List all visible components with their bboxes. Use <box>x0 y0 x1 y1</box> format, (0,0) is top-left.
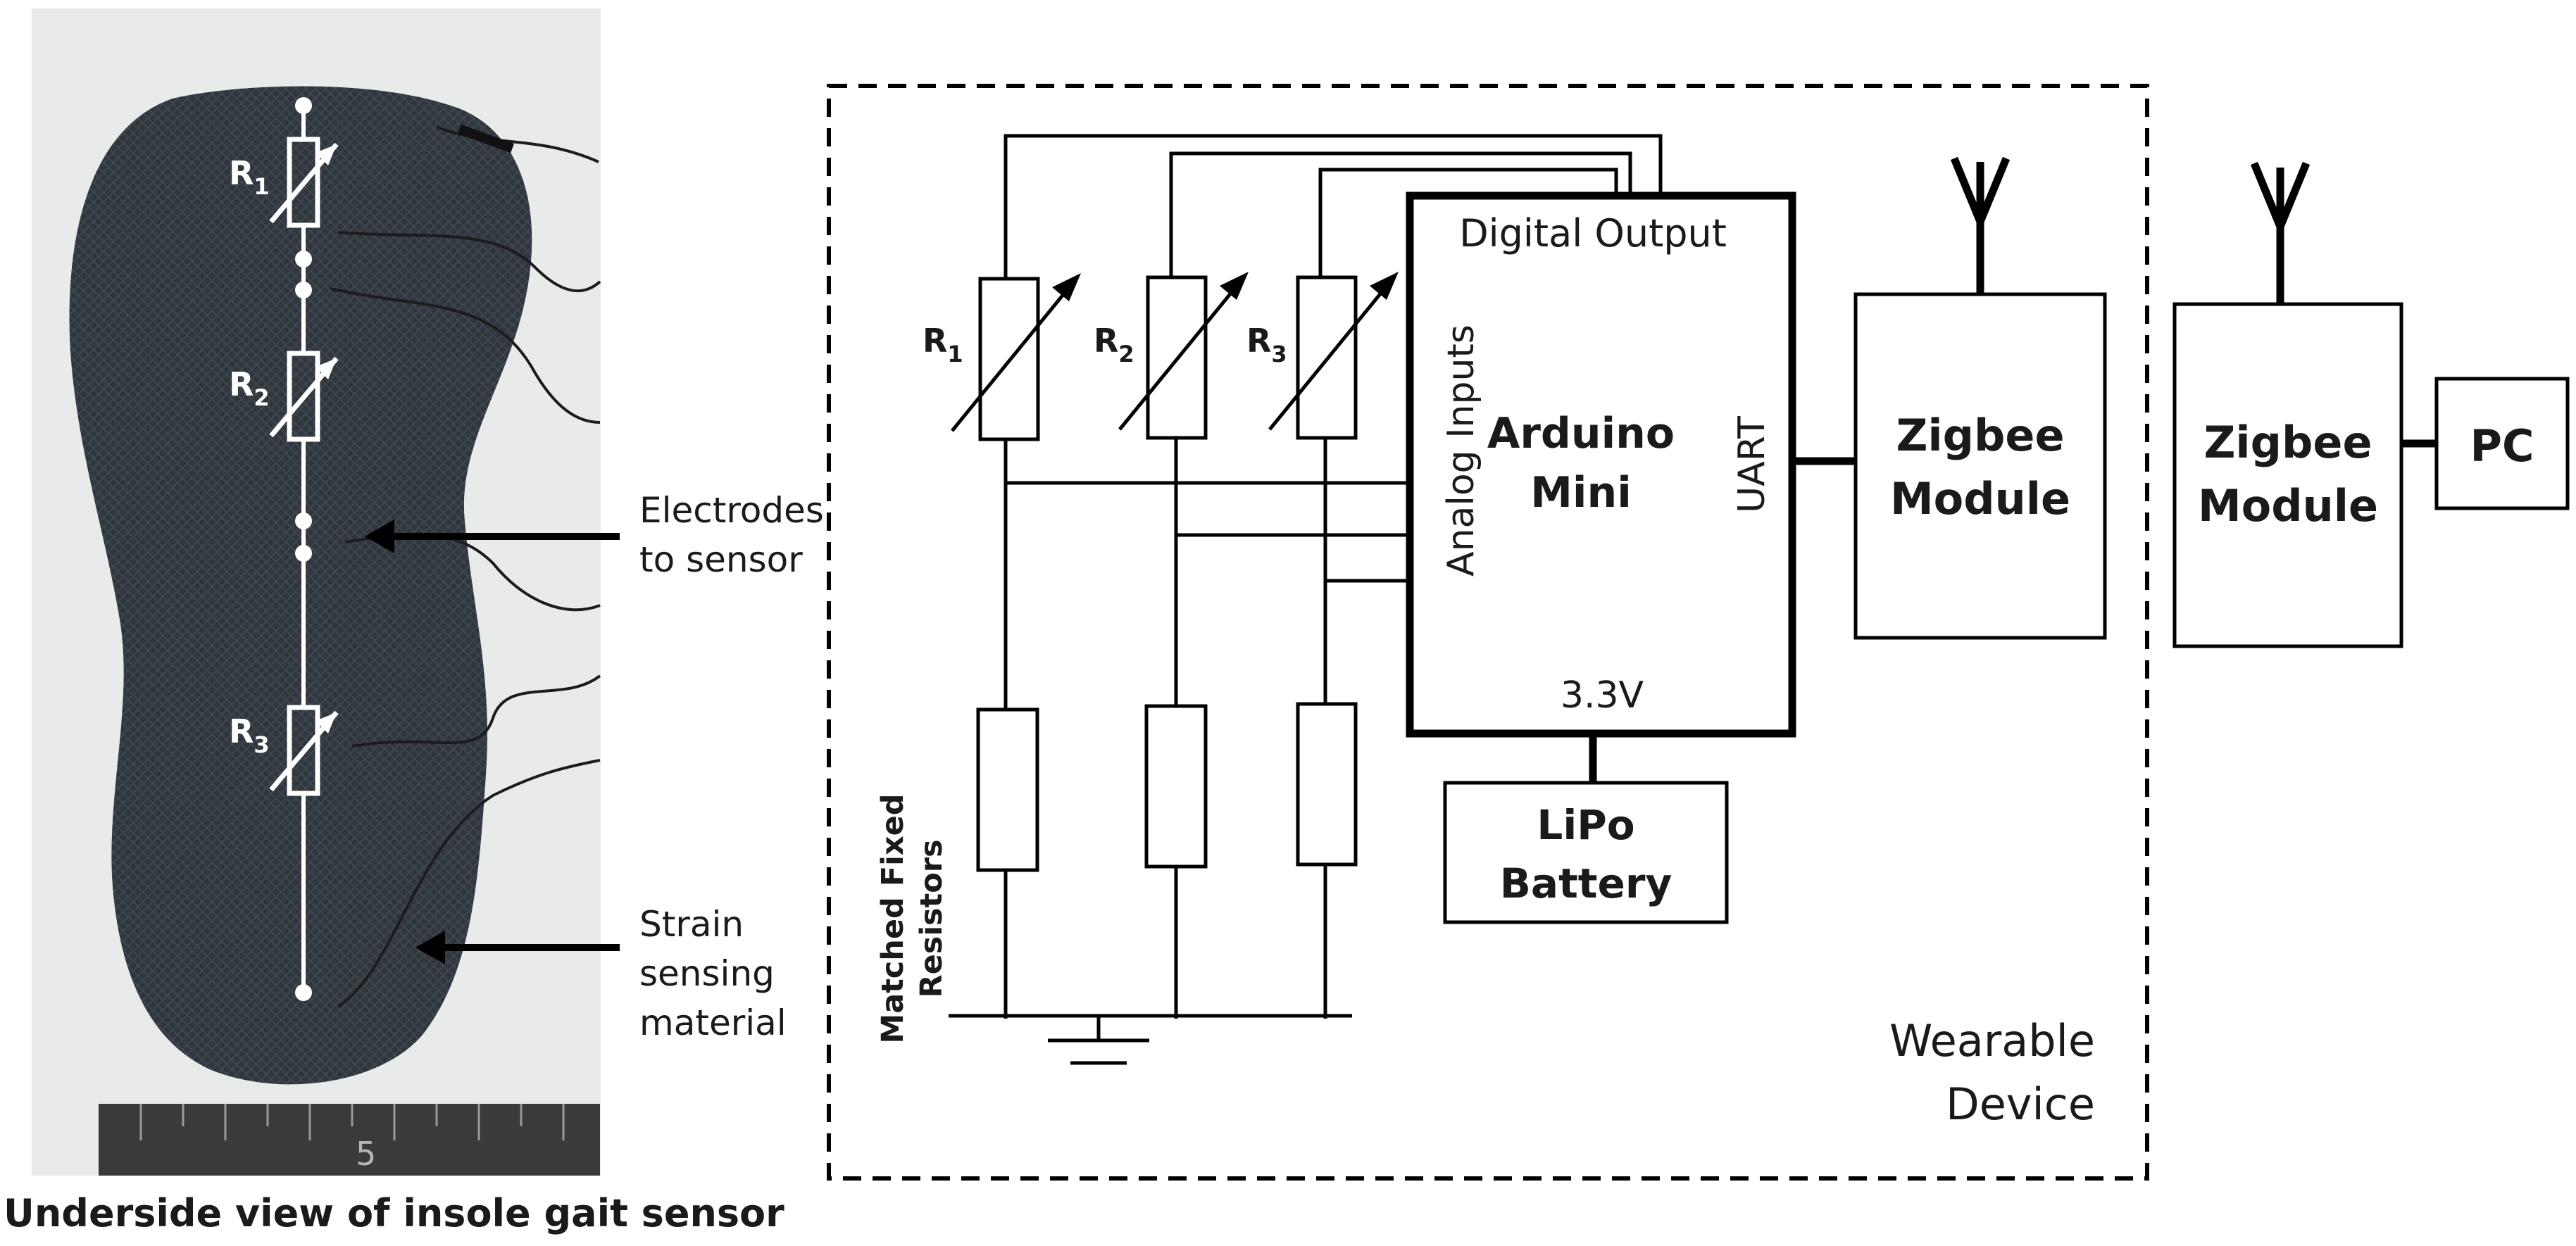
photo-resistor-1 <box>269 137 339 228</box>
wearable-device-boundary <box>827 84 2149 1181</box>
material-label-line1: Strain <box>639 904 744 945</box>
battery-label-line2: Battery <box>1500 860 1672 907</box>
variable-resistor-2 <box>1118 272 1249 440</box>
wearable-label-line2: Device <box>1946 1078 2095 1130</box>
circuit-r3-label: R3 <box>1246 322 1287 367</box>
material-label-line2: sensing <box>639 953 775 994</box>
arduino-label-line2: Mini <box>1530 468 1632 517</box>
fixed-resistor-1 <box>976 707 1039 872</box>
fixed-resistor-3 <box>1296 702 1358 867</box>
variable-resistor-3 <box>1268 272 1399 440</box>
battery-label-line1: LiPo <box>1537 801 1634 849</box>
fixed-resistors <box>976 702 1358 872</box>
external-zigbee-label-line1: Zigbee <box>2203 417 2372 468</box>
photo-r1-label: R1 <box>229 154 270 200</box>
external-zigbee-module: Zigbee Module <box>2172 161 2403 648</box>
digital-output-wires <box>1003 134 1663 279</box>
electrodes-annotation: Electrodes to sensor <box>365 490 824 580</box>
photo-r3-label: R3 <box>229 712 270 758</box>
insole-photo: 5 <box>32 8 601 1176</box>
circuit-r1-label: R1 <box>923 322 963 367</box>
material-annotation: Strain sensing material <box>415 904 787 1043</box>
photo-caption: Underside view of insole gait sensor <box>4 1191 784 1235</box>
digital-output-label: Digital Output <box>1459 211 1727 256</box>
photo-resistor-2 <box>269 351 339 442</box>
variable-resistor-1 <box>951 273 1081 441</box>
uart-label: UART <box>1731 416 1773 513</box>
wearable-zigbee-label-line2: Module <box>1890 473 2070 524</box>
wearable-label-line1: Wearable <box>1889 1015 2095 1066</box>
pc-block: PC <box>2434 377 2570 510</box>
photo-resistor-3 <box>269 705 339 796</box>
voltage-label: 3.3V <box>1561 674 1644 717</box>
analog-inputs-label: Analog Inputs <box>1440 325 1482 577</box>
arduino-label-line1: Arduino <box>1487 409 1675 458</box>
material-label-line3: material <box>639 1002 787 1043</box>
electrodes-label-line1: Electrodes <box>639 490 824 531</box>
pc-label: PC <box>2470 420 2534 472</box>
lipo-battery <box>1443 781 1729 924</box>
ruler-number: 5 <box>356 1135 376 1173</box>
wearable-zigbee-module: Zigbee Module <box>1853 156 2107 640</box>
insole-shape <box>69 86 532 1085</box>
photo-r2-label: R2 <box>229 365 270 411</box>
circuit-r2-label: R2 <box>1094 322 1134 367</box>
external-zigbee-label-line2: Module <box>2198 480 2378 531</box>
wearable-zigbee-label-line1: Zigbee <box>1896 410 2064 461</box>
electrodes-label-line2: to sensor <box>639 539 803 580</box>
fixed-resistor-2 <box>1144 704 1208 869</box>
fixed-resistors-label-line1: Matched Fixed <box>875 793 911 1043</box>
ruler <box>99 1104 600 1176</box>
fixed-resistors-label-line2: Resistors <box>914 839 949 998</box>
